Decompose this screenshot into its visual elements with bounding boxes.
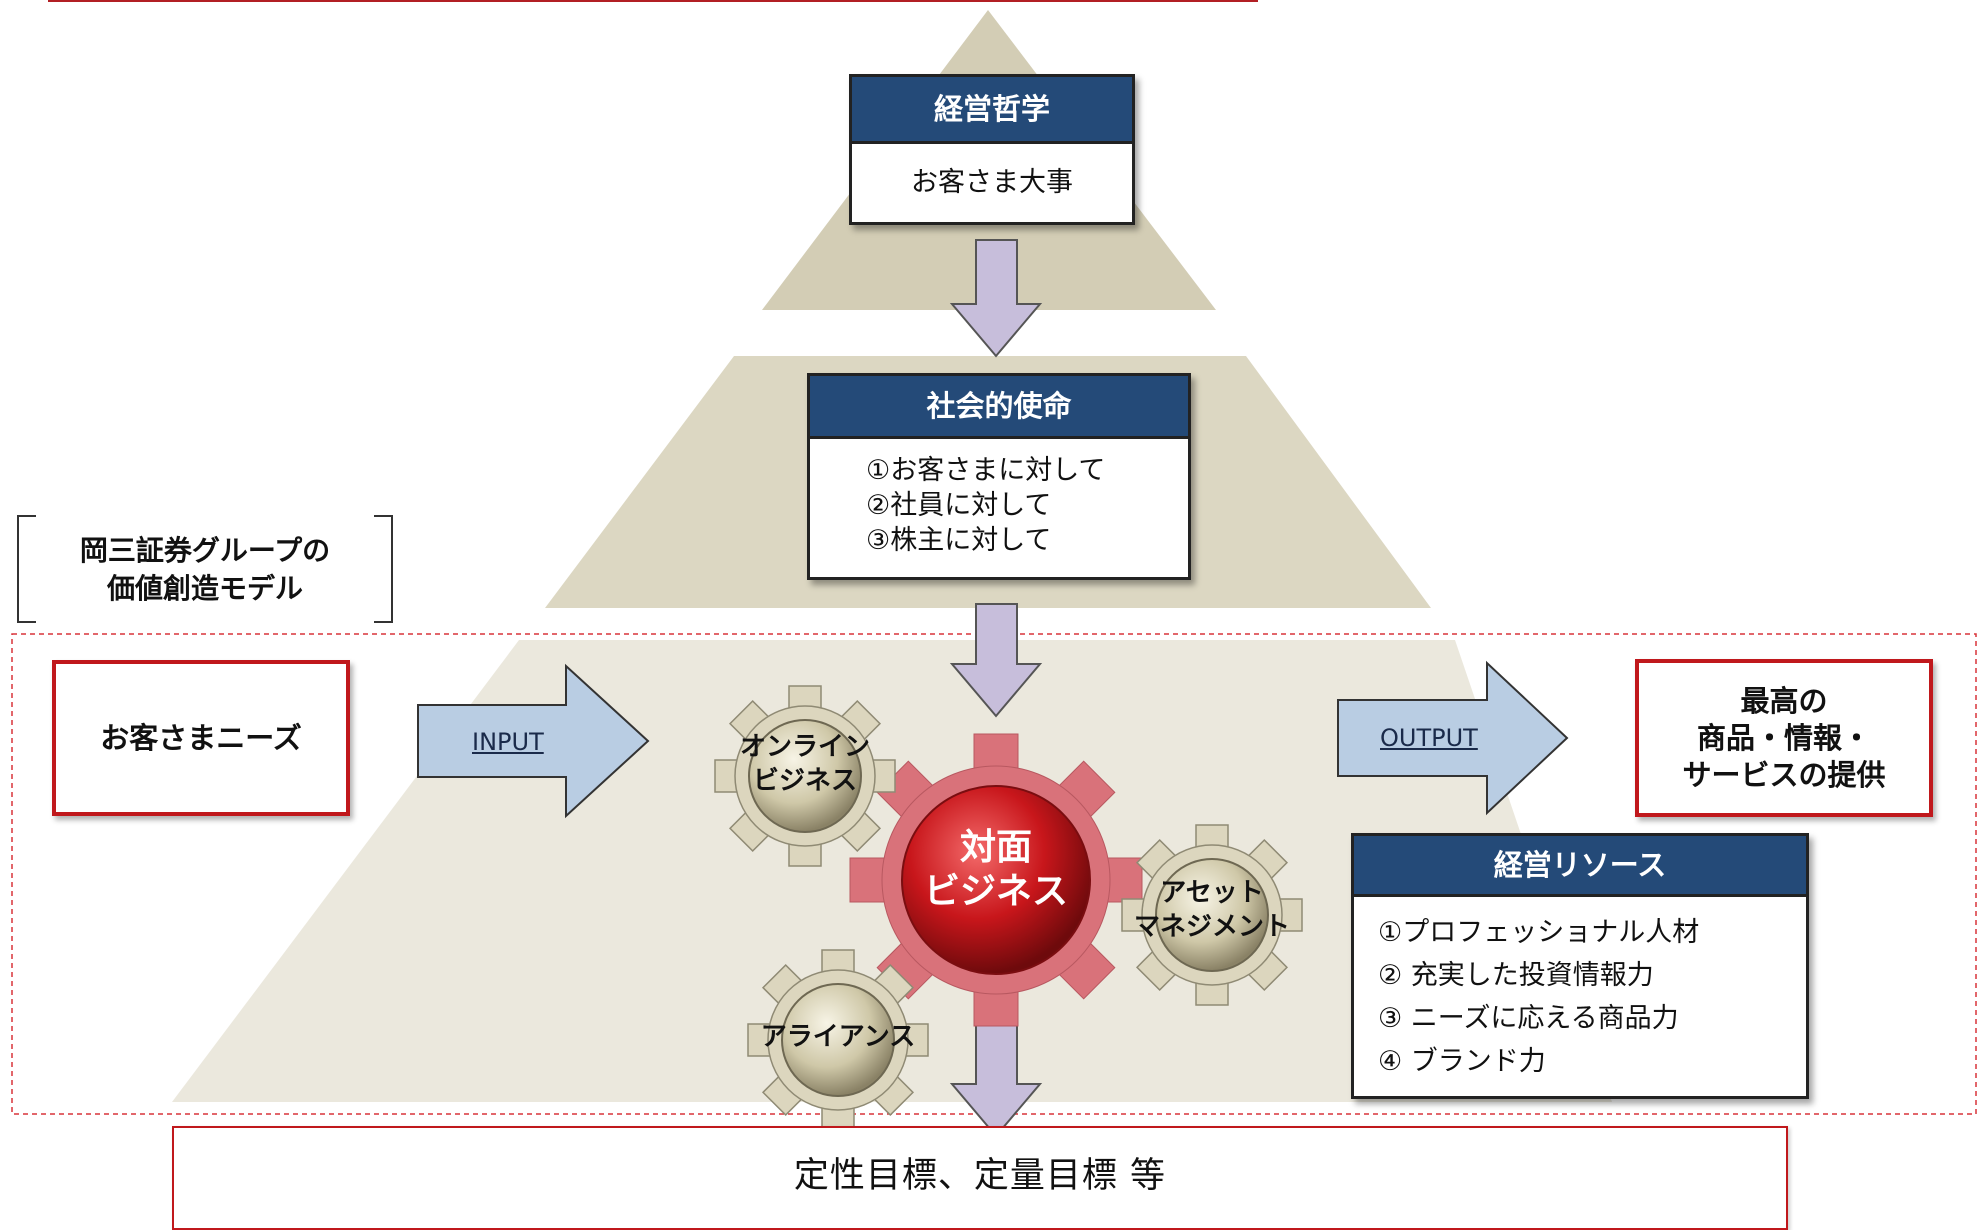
online-gear-line2: ビジネス [752,766,857,796]
online-gear-icon [714,685,896,867]
alliance-gear-label: アライアンス [760,1022,916,1052]
resources-title: 経営リソース [1354,836,1806,897]
asset-gear-line1: アセット [1160,878,1264,908]
asset-gear-label: アセット マネジメント [1132,876,1292,944]
model-title-line2: 価値創造モデル [106,572,303,605]
center-gear-icon [849,733,1143,1027]
center-gear-line2: ビジネス [923,871,1068,912]
mission-item: ③株主に対して [866,525,1052,556]
philosophy-title: 経営哲学 [852,77,1132,144]
bracket-right [374,515,393,623]
customer-needs-label: お客さまニーズ [100,720,302,755]
arrow-down-1 [949,239,1043,358]
resource-item: ② 充実した投資情報力 [1378,960,1654,991]
asset-gear-icon [1121,824,1303,1006]
center-gear-line1: 対面 [959,827,1032,868]
best-offer-line2: 商品・情報・ [1696,720,1871,755]
arrow-down-3 [949,1021,1043,1138]
alliance-gear-icon [747,949,929,1131]
philosophy-box: 経営哲学 お客さま大事 [849,74,1135,225]
best-offer-box: 最高の 商品・情報・ サービスの提供 [1635,659,1933,817]
input-arrow [417,663,650,819]
resources-box: 経営リソース ①プロフェッショナル人材 ② 充実した投資情報力 ③ ニーズに応え… [1351,833,1809,1099]
customer-needs-box: お客さまニーズ [52,660,350,816]
center-gear-label: 対面 ビジネス [896,826,1096,914]
best-offer-line3: サービスの提供 [1682,757,1886,792]
bracket-left [17,515,36,623]
resource-item: ④ ブランド力 [1378,1046,1546,1077]
online-gear-line1: オンライン [739,732,870,762]
input-label: INPUT [472,728,544,756]
online-gear-label: オンライン ビジネス [725,730,885,798]
output-arrow [1337,660,1569,816]
model-title-line1: 岡三証券グループの [79,534,331,567]
output-label: OUTPUT [1380,724,1478,752]
model-title: 岡三証券グループの 価値創造モデル [36,532,374,608]
mission-list: ①お客さまに対して ②社員に対して ③株主に対して [810,439,1188,558]
arrow-down-2 [949,603,1043,718]
resources-list: ①プロフェッショナル人材 ② 充実した投資情報力 ③ ニーズに応える商品力 ④ … [1354,897,1806,1083]
mission-item: ②社員に対して [866,490,1052,521]
mission-title: 社会的使命 [810,376,1188,439]
mission-box: 社会的使命 ①お客さまに対して ②社員に対して ③株主に対して [807,373,1191,580]
best-offer-line1: 最高の [1740,683,1828,718]
goals-box: 定性目標、定量目標 等 [172,1126,1788,1230]
resource-item: ①プロフェッショナル人材 [1378,917,1700,948]
goals-text: 定性目標、定量目標 等 [793,1156,1167,1196]
resource-item: ③ ニーズに応える商品力 [1378,1003,1679,1034]
mission-item: ①お客さまに対して [866,455,1106,486]
asset-gear-line2: マネジメント [1133,912,1290,942]
philosophy-body: お客さま大事 [911,167,1073,198]
